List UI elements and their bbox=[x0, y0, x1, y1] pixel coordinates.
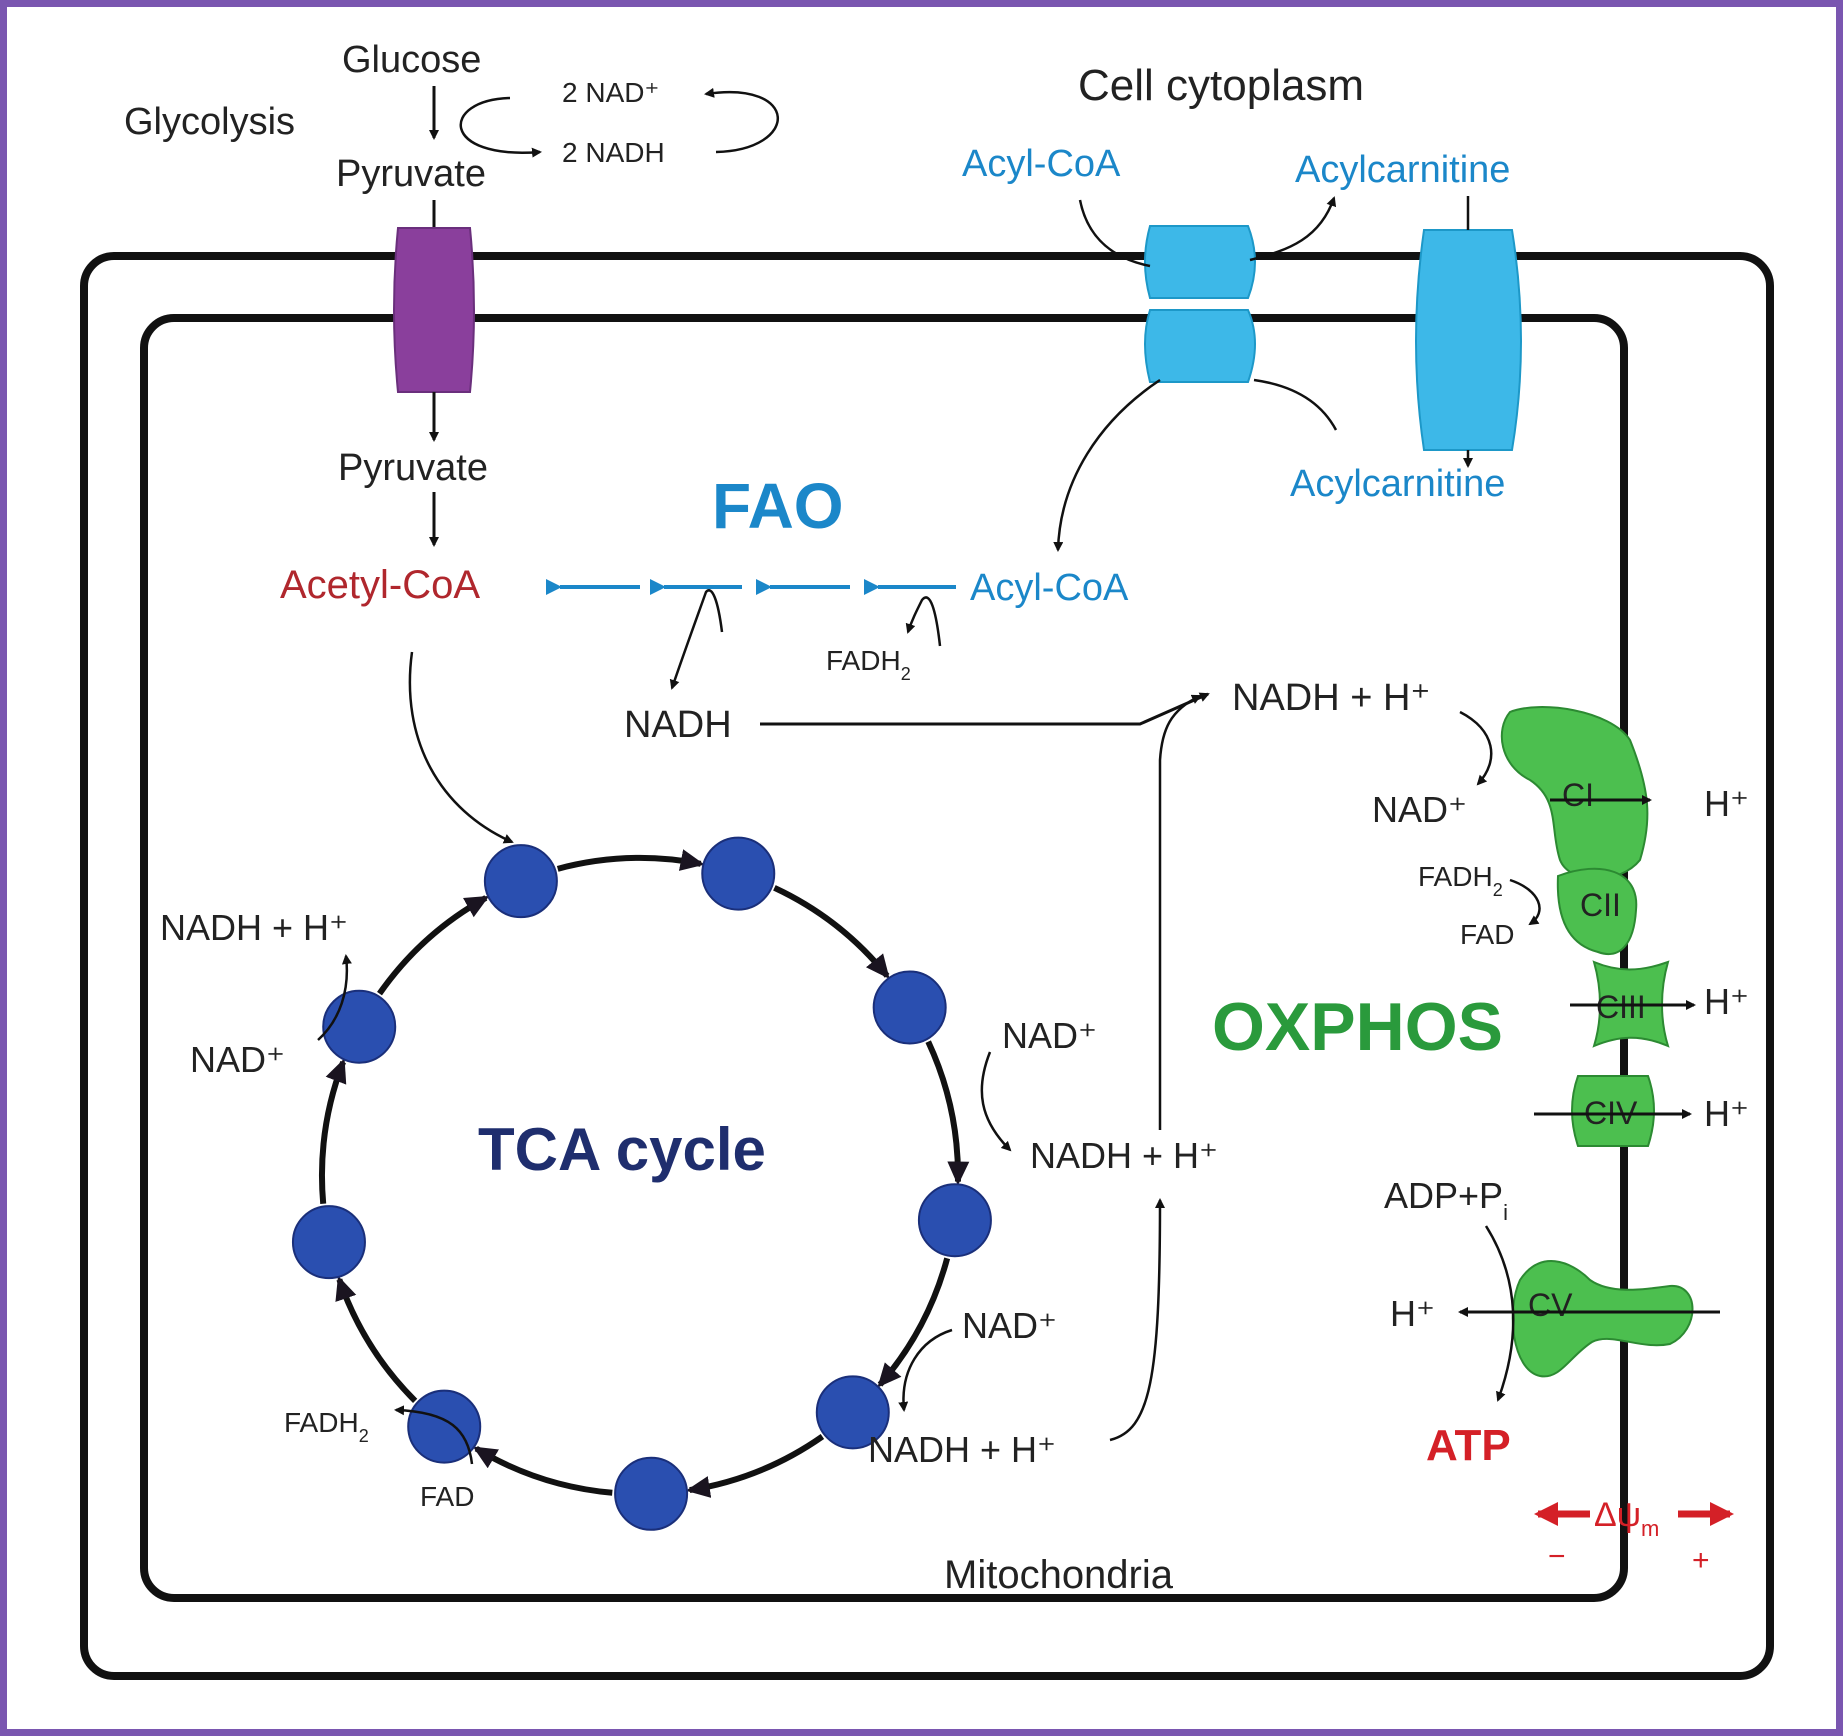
complex-v-label: CV bbox=[1528, 1287, 1573, 1323]
oxphos-nad-label: NAD⁺ bbox=[1372, 789, 1467, 830]
tca-step-arrow bbox=[472, 1446, 613, 1496]
civ-proton-label: H⁺ bbox=[1704, 1093, 1749, 1134]
glycolysis-label: Glycolysis bbox=[124, 101, 295, 143]
oxphos-fad-label: FAD bbox=[1460, 919, 1514, 950]
pyruvate-mito-label: Pyruvate bbox=[338, 447, 488, 489]
tca-step-arrow bbox=[877, 1257, 951, 1388]
acylcarnitine-cyto-label: Acylcarnitine bbox=[1295, 149, 1510, 191]
adp-pi-label: ADP+Pi bbox=[1384, 1175, 1508, 1225]
tca-intermediate-node bbox=[701, 836, 776, 911]
tca-intermediate-node bbox=[483, 844, 558, 919]
ci-proton-label: H⁺ bbox=[1704, 783, 1749, 824]
tca-intermediate-node bbox=[614, 1456, 689, 1531]
tca-step-arrow bbox=[925, 1040, 970, 1186]
atp-label: ATP bbox=[1426, 1421, 1511, 1470]
fao-nadh-arrow bbox=[669, 589, 724, 690]
cpt1-transporter bbox=[1144, 225, 1256, 299]
tca-left-nad-label: NAD⁺ bbox=[190, 1039, 285, 1080]
acylcarnitine-to-cpt2 bbox=[1253, 378, 1338, 431]
tca-fad-arrow bbox=[394, 1405, 474, 1465]
complex-i-label: CI bbox=[1562, 777, 1594, 813]
fao-fadh2-label: FADH2 bbox=[826, 645, 911, 684]
tca-fad-label: FAD bbox=[420, 1481, 474, 1512]
complex-iii-label: CIII bbox=[1596, 989, 1646, 1025]
tca-intermediate-node bbox=[407, 1389, 482, 1464]
atp-synthesis-arrow bbox=[1484, 1225, 1515, 1402]
cpt2-to-acyl-coa-arrow bbox=[1053, 378, 1161, 552]
cv-proton-label: H⁺ bbox=[1390, 1293, 1435, 1334]
oxphos-title: OXPHOS bbox=[1212, 989, 1503, 1065]
tca-step-arrow bbox=[377, 895, 490, 996]
tca-intermediate-node bbox=[815, 1375, 890, 1450]
tca-intermediate-node bbox=[322, 989, 397, 1064]
fao-nadh-label: NADH bbox=[624, 704, 732, 746]
tca-left-nad-arrow bbox=[317, 954, 352, 1041]
oxphos-fadh2-label: FADH2 bbox=[1418, 861, 1503, 900]
nadh-recycle-arrow bbox=[704, 87, 779, 154]
glucose-label: Glucose bbox=[342, 39, 481, 81]
acylcarnitine-mito-label: Acylcarnitine bbox=[1290, 463, 1505, 505]
cpt2-transporter bbox=[1144, 309, 1256, 383]
potential-minus: − bbox=[1548, 1540, 1566, 1573]
tca-right-nad1-label: NAD⁺ bbox=[1002, 1015, 1097, 1056]
complex-v bbox=[1511, 1260, 1694, 1378]
fao-title: FAO bbox=[712, 470, 844, 542]
fao-nadh-to-ci-arrow bbox=[760, 692, 1210, 726]
tca-intermediate-node bbox=[291, 1205, 366, 1280]
mitochondria-label: Mitochondria bbox=[944, 1553, 1174, 1597]
pyruvate-carrier bbox=[393, 227, 475, 393]
tca-step-arrow bbox=[319, 1058, 347, 1204]
nadh-2-label: 2 NADH bbox=[562, 137, 665, 168]
cytoplasm-title: Cell cytoplasm bbox=[1078, 61, 1364, 110]
acetyl-coa-label: Acetyl-CoA bbox=[280, 563, 480, 607]
tca-ring bbox=[291, 836, 992, 1531]
nadh-pool-up-arrow bbox=[1158, 694, 1202, 1130]
nad-to-nadh-arrow bbox=[459, 96, 542, 158]
acyl-coa-mito-label: Acyl-CoA bbox=[970, 567, 1129, 609]
cii-fadh2-arrow bbox=[1509, 878, 1541, 926]
tca-right-nad2-arrow bbox=[898, 1328, 953, 1412]
nad-2-label: 2 NAD⁺ bbox=[562, 77, 659, 108]
acylcarnitine-out-arrow bbox=[1249, 196, 1337, 262]
acetyl-to-tca-arrow bbox=[408, 651, 514, 844]
tca-intermediate-node bbox=[917, 1183, 992, 1258]
tca-fadh2-label: FADH2 bbox=[284, 1407, 369, 1446]
pyruvate-cytoplasm-label: Pyruvate bbox=[336, 153, 486, 195]
oxphos-nadh-label: NADH + H⁺ bbox=[1232, 677, 1430, 719]
ciii-proton-label: H⁺ bbox=[1704, 981, 1749, 1022]
tca-step-arrow bbox=[685, 1434, 825, 1498]
complex-iv bbox=[1571, 1075, 1655, 1147]
inner-membrane bbox=[140, 314, 1628, 1602]
tca-step-arrow bbox=[335, 1275, 418, 1403]
membrane-potential-label: Δψm bbox=[1594, 1496, 1659, 1541]
fao-fadh2-arrow bbox=[905, 596, 942, 647]
ci-nadh-arrow bbox=[1459, 710, 1493, 786]
tca-right-nadh1-label: NADH + H⁺ bbox=[1030, 1135, 1218, 1176]
tca-right-nad1-arrow bbox=[980, 1051, 1012, 1152]
outer-membrane bbox=[80, 252, 1774, 1680]
tca-intermediate-node bbox=[872, 970, 947, 1045]
acyl-coa-cyto-label: Acyl-CoA bbox=[962, 143, 1121, 185]
tca-step-arrow bbox=[773, 885, 890, 979]
tca-left-nadh-label: NADH + H⁺ bbox=[160, 907, 348, 948]
potential-plus: + bbox=[1692, 1544, 1710, 1577]
cact-transporter bbox=[1415, 229, 1522, 451]
complex-ii-label: CII bbox=[1580, 887, 1621, 923]
acyl-coa-in-arrow bbox=[1078, 199, 1151, 268]
tca-step-arrow bbox=[556, 849, 705, 872]
tca-right-nad2-label: NAD⁺ bbox=[962, 1305, 1057, 1346]
nadh2-to-pool-arrow bbox=[1109, 1198, 1165, 1442]
tca-right-nadh2-label: NADH + H⁺ bbox=[868, 1429, 1056, 1470]
complex-ii bbox=[1556, 867, 1638, 955]
tca-title: TCA cycle bbox=[478, 1116, 766, 1183]
